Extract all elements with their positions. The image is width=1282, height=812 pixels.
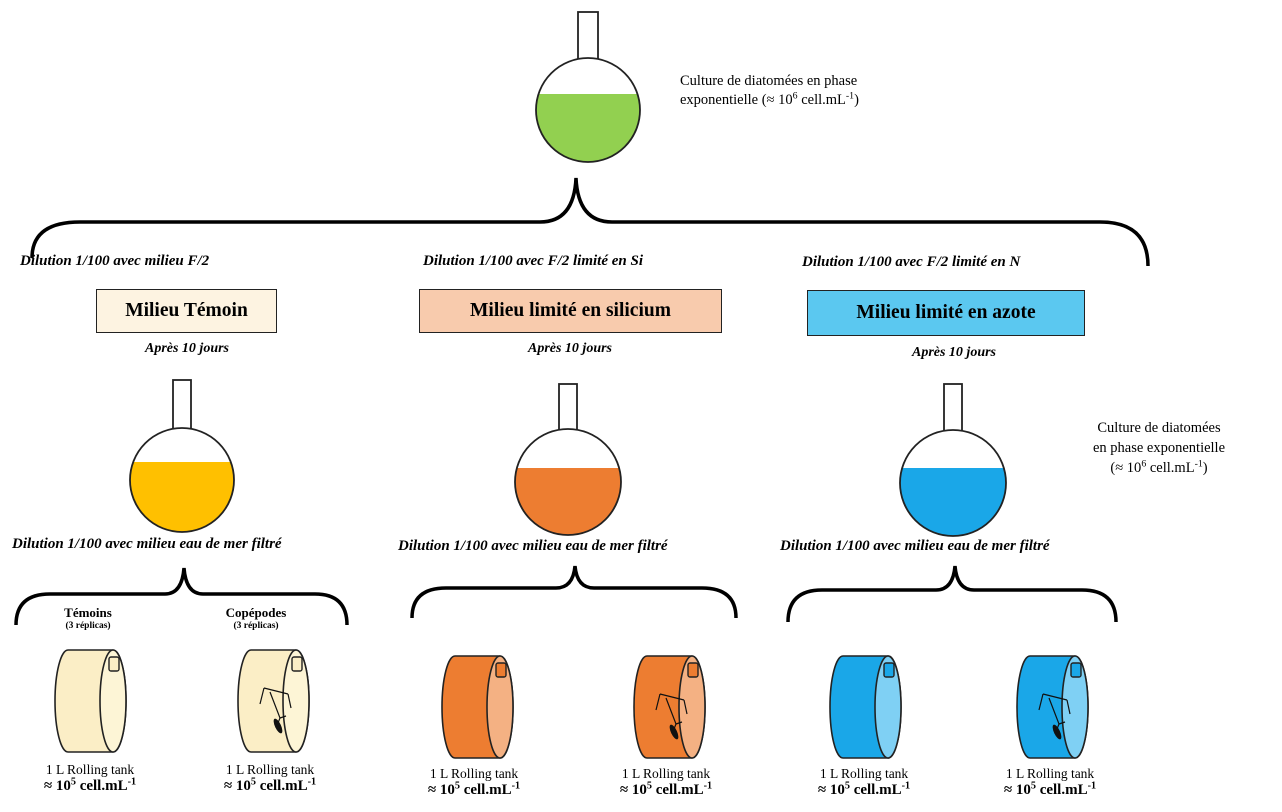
silicon-tanks-brace — [410, 565, 738, 619]
control-medium-box: Milieu Témoin — [96, 289, 277, 333]
rolling-tank — [441, 655, 514, 759]
silicon-second-dilution-label: Dilution 1/100 avec milieu eau de mer fi… — [398, 538, 668, 554]
control-flask — [129, 379, 235, 533]
silicon-after-label: Après 10 jours — [527, 341, 613, 356]
rolling-tank — [633, 655, 706, 759]
tank-end-face — [282, 649, 310, 753]
silicon-dilution-label: Dilution 1/100 avec F/2 limité en Si — [423, 253, 644, 269]
tank-caption: 1 L Rolling tank ≈ 105 cell.mL-1 — [223, 762, 317, 794]
control-flask-liquid — [130, 462, 234, 532]
nitrogen-second-dilution-label: Dilution 1/100 avec milieu eau de mer fi… — [780, 538, 1050, 554]
rolling-tank — [54, 649, 127, 753]
initial-culture-line2: exponentielle (≈ 106 cell.mL-1) — [680, 90, 859, 108]
tank-caption: 1 L Rolling tank ≈ 105 cell.mL-1 — [817, 766, 911, 798]
tank-end-face — [1061, 655, 1089, 759]
tank-end-face — [874, 655, 902, 759]
tank-caption: 1 L Rolling tank ≈ 105 cell.mL-1 — [1003, 766, 1097, 798]
silicon-limited-flask — [514, 383, 622, 536]
tank-caption: 1 L Rolling tank ≈ 105 cell.mL-1 — [619, 766, 713, 798]
tank-cap — [687, 662, 699, 678]
copepod-body-icon — [273, 718, 283, 734]
tank-end-face — [99, 649, 127, 753]
tank-cap — [495, 662, 507, 678]
side-culture-note: Culture de diatomées en phase exponentie… — [1092, 420, 1226, 476]
tank-caption: 1 L Rolling tank ≈ 105 cell.mL-1 — [427, 766, 521, 798]
copepod-body-icon — [1052, 724, 1062, 740]
nitrogen-tanks-brace — [786, 565, 1118, 623]
rolling-tank — [237, 649, 310, 753]
nitrogen-medium-box: Milieu limité en azote — [807, 290, 1085, 336]
control-tanks-brace — [14, 567, 349, 626]
nitrogen-limited-flask — [899, 383, 1007, 537]
tank-end-face — [678, 655, 706, 759]
tank-cap — [883, 662, 895, 678]
tank-caption: 1 L Rolling tank ≈ 105 cell.mL-1 — [43, 762, 137, 794]
rolling-tanks — [54, 649, 1089, 759]
control-group-label: Témoins (3 réplicas) — [64, 605, 112, 631]
initial-culture-flask — [535, 11, 641, 163]
tank-cap — [1070, 662, 1082, 678]
rolling-tank — [829, 655, 902, 759]
tank-cap — [291, 656, 303, 672]
copepod-body-icon — [669, 724, 679, 740]
copepod-icon — [1038, 693, 1071, 735]
copepod-group-label: Copépodes (3 réplicas) — [225, 605, 287, 631]
silicon-limited-flask-liquid — [515, 468, 621, 535]
tank-cap — [108, 656, 120, 672]
control-dilution-label: Dilution 1/100 avec milieu F/2 — [20, 253, 210, 269]
nitrogen-after-label: Après 10 jours — [911, 345, 997, 360]
main-branch-brace — [30, 177, 1150, 267]
nitrogen-dilution-label: Dilution 1/100 avec F/2 limité en N — [802, 254, 1021, 270]
rolling-tank — [1016, 655, 1089, 759]
control-after-label: Après 10 jours — [144, 341, 230, 356]
tank-end-face — [486, 655, 514, 759]
silicon-medium-box: Milieu limité en silicium — [419, 289, 722, 333]
copepod-icon — [259, 687, 292, 729]
initial-culture-note: Culture de diatomées en phase exponentie… — [680, 72, 859, 110]
control-second-dilution-label: Dilution 1/100 avec milieu eau de mer fi… — [12, 536, 282, 552]
initial-culture-line1: Culture de diatomées en phase — [680, 73, 858, 89]
copepod-icon — [655, 693, 688, 735]
